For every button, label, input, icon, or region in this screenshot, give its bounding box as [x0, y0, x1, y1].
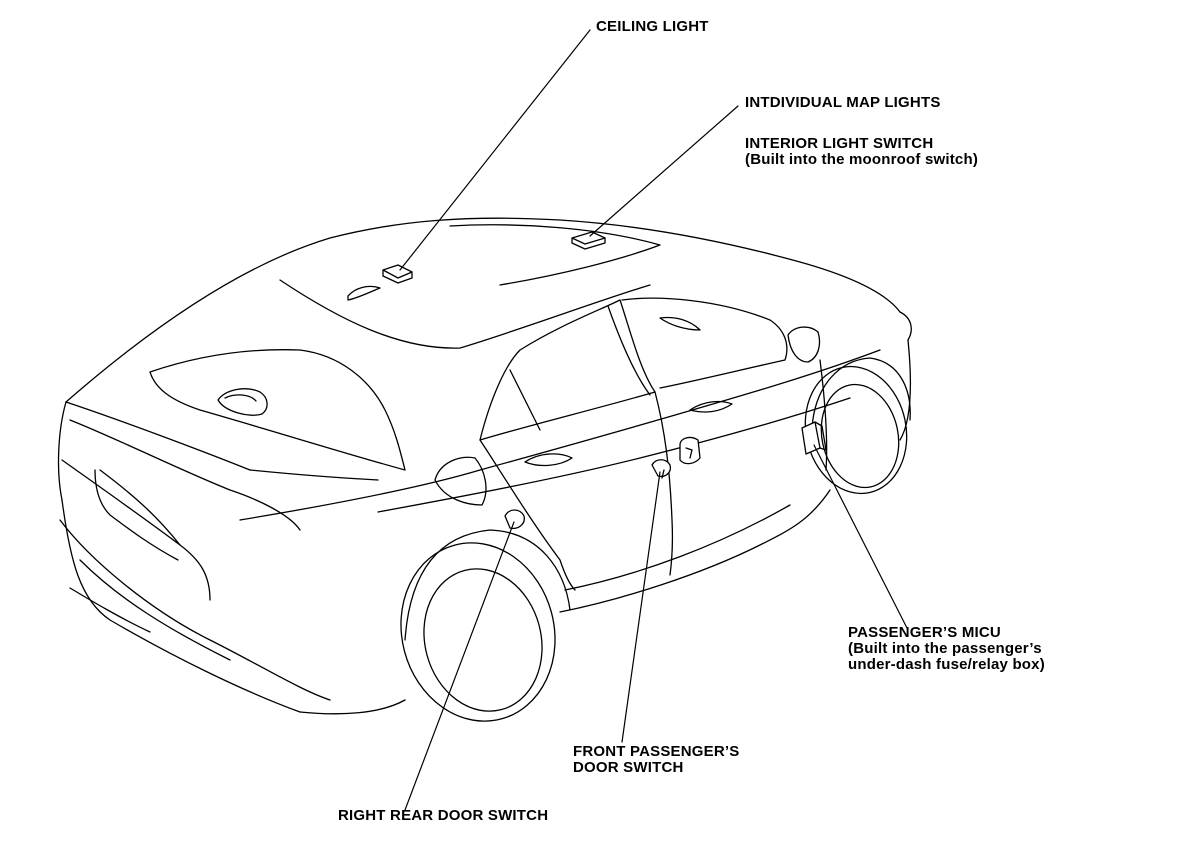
label-ceiling-light: CEILING LIGHT	[596, 18, 709, 35]
label-passenger-micu: PASSENGER’S MICU (Built into the passeng…	[848, 624, 1045, 673]
leader-lines	[399, 29, 909, 811]
leader-rear-door-switch	[404, 521, 515, 811]
side-mirror	[787, 326, 821, 363]
component-door-latch	[679, 436, 701, 465]
leader-front-door-switch	[621, 471, 661, 743]
component-front-door-switch	[651, 459, 672, 479]
fuel-door	[434, 456, 487, 506]
label-rear-door-switch: RIGHT REAR DOOR SWITCH	[338, 807, 549, 824]
label-front-door-switch: FRONT PASSENGER’S DOOR SWITCH	[573, 743, 740, 776]
rear-window	[149, 349, 406, 471]
label-map-lights: INTDIVIDUAL MAP LIGHTS	[745, 94, 941, 111]
leader-micu	[813, 444, 909, 631]
component-map-lights	[571, 231, 606, 250]
component-ceiling-light	[382, 264, 413, 284]
leader-ceiling-light	[399, 29, 591, 271]
car-body-outline	[57, 217, 912, 715]
label-interior-light-switch: INTERIOR LIGHT SWITCH (Built into the mo…	[745, 135, 979, 168]
component-rear-door-switch	[504, 509, 525, 530]
component-micu	[801, 421, 827, 455]
side-windows	[479, 297, 788, 441]
leader-map-lights	[589, 105, 739, 237]
roof-panel	[279, 224, 661, 349]
rear-wheel	[400, 529, 571, 722]
door-lines	[479, 359, 828, 591]
